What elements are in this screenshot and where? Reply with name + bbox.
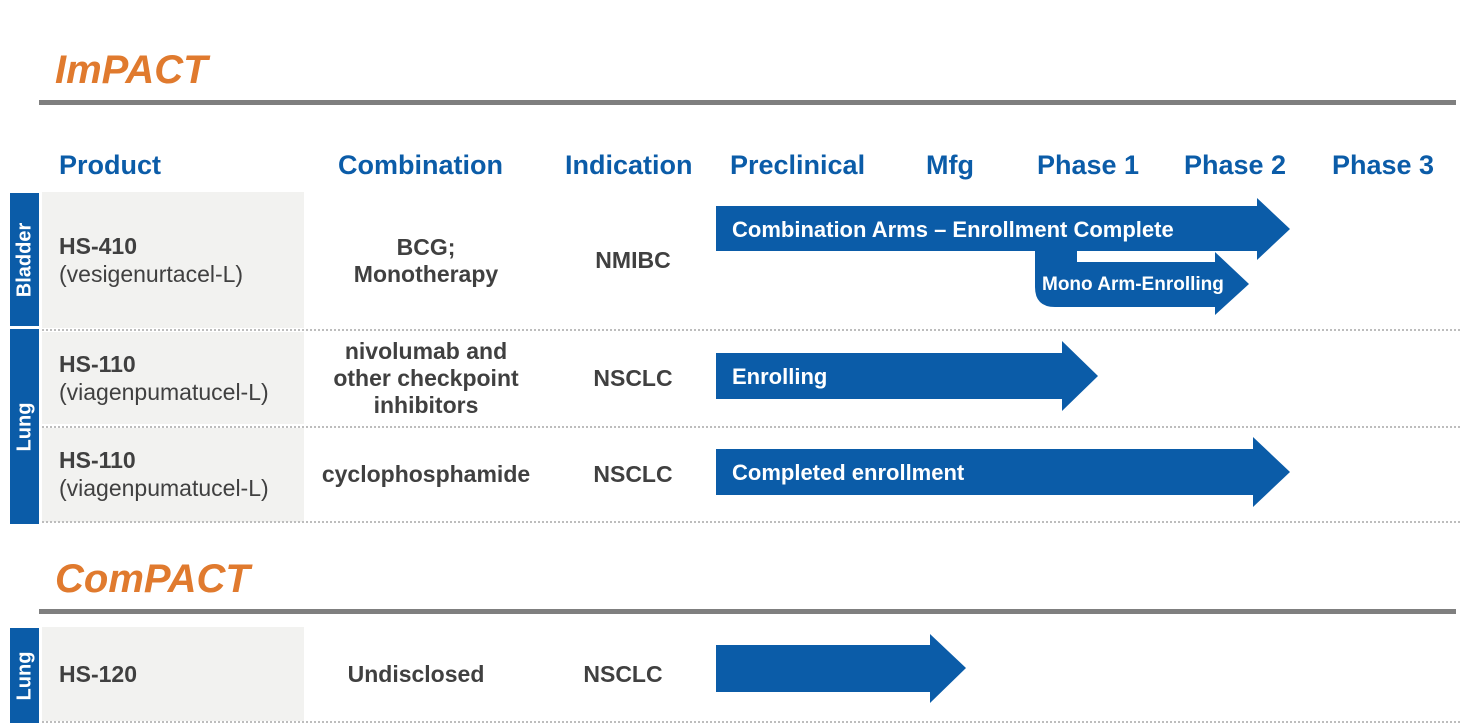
header-preclinical: Preclinical bbox=[730, 150, 866, 180]
row-divider bbox=[42, 426, 1460, 428]
combination-text: Undisclosed bbox=[347, 661, 485, 687]
header-product: Product bbox=[59, 150, 162, 180]
compact-title: ComPACT bbox=[55, 557, 250, 601]
row-divider bbox=[42, 721, 1460, 723]
combination-line: nivolumab and bbox=[344, 338, 508, 364]
progress-arrow-hs110-completed bbox=[716, 437, 1290, 507]
impact-rule bbox=[39, 100, 1456, 105]
row-divider bbox=[42, 521, 1460, 523]
arrow-label: Enrolling bbox=[732, 364, 828, 389]
tab-compact-lung: Lung bbox=[10, 628, 39, 723]
combination-line: BCG; bbox=[396, 234, 456, 260]
product-code: HS-410 bbox=[59, 233, 137, 259]
header-phase1: Phase 1 bbox=[1037, 150, 1140, 180]
tab-lung: Lung bbox=[10, 329, 39, 524]
product-name: (viagenpumatucel-L) bbox=[59, 475, 269, 501]
progress-arrow-hs110-enrolling bbox=[716, 341, 1098, 411]
product-code: HS-110 bbox=[59, 351, 136, 377]
header-indication: Indication bbox=[565, 150, 693, 180]
combination-line: inhibitors bbox=[373, 392, 479, 418]
sub-arrow-label: Mono Arm-Enrolling bbox=[1042, 274, 1224, 295]
product-name: (viagenpumatucel-L) bbox=[59, 379, 269, 405]
product-code: HS-120 bbox=[59, 661, 137, 687]
progress-arrow-hs410-mono bbox=[1035, 251, 1249, 315]
arrow-label: Completed enrollment bbox=[732, 460, 965, 485]
indication-text: NSCLC bbox=[593, 461, 673, 487]
combination-text: cyclophosphamide bbox=[321, 461, 531, 487]
product-name: (vesigenurtacel-L) bbox=[59, 261, 244, 287]
progress-arrow-hs410-combination bbox=[716, 198, 1290, 260]
header-phase2: Phase 2 bbox=[1184, 150, 1287, 180]
combination-line: other checkpoint bbox=[333, 365, 519, 391]
indication-text: NMIBC bbox=[595, 247, 671, 273]
product-cell-2 bbox=[42, 332, 304, 424]
header-combination: Combination bbox=[338, 150, 503, 180]
impact-title: ImPACT bbox=[55, 48, 208, 92]
product-cell-1 bbox=[42, 192, 304, 328]
header-phase3: Phase 3 bbox=[1332, 150, 1435, 180]
arrow-label: Combination Arms – Enrollment Complete bbox=[732, 217, 1174, 242]
row-divider bbox=[42, 329, 1460, 331]
header-mfg: Mfg bbox=[926, 150, 974, 180]
indication-text: NSCLC bbox=[583, 661, 663, 687]
combination-line: Monotherapy bbox=[353, 261, 499, 287]
compact-rule bbox=[39, 609, 1456, 614]
product-cell-4 bbox=[42, 627, 304, 721]
combination-text: BCG; Monotherapy bbox=[326, 234, 526, 288]
product-cell-3 bbox=[42, 428, 304, 522]
product-code: HS-110 bbox=[59, 447, 136, 473]
combination-text: nivolumab and other checkpoint inhibitor… bbox=[316, 338, 536, 419]
progress-arrow-hs120 bbox=[716, 634, 966, 703]
tab-bladder: Bladder bbox=[10, 193, 39, 326]
indication-text: NSCLC bbox=[593, 365, 673, 391]
